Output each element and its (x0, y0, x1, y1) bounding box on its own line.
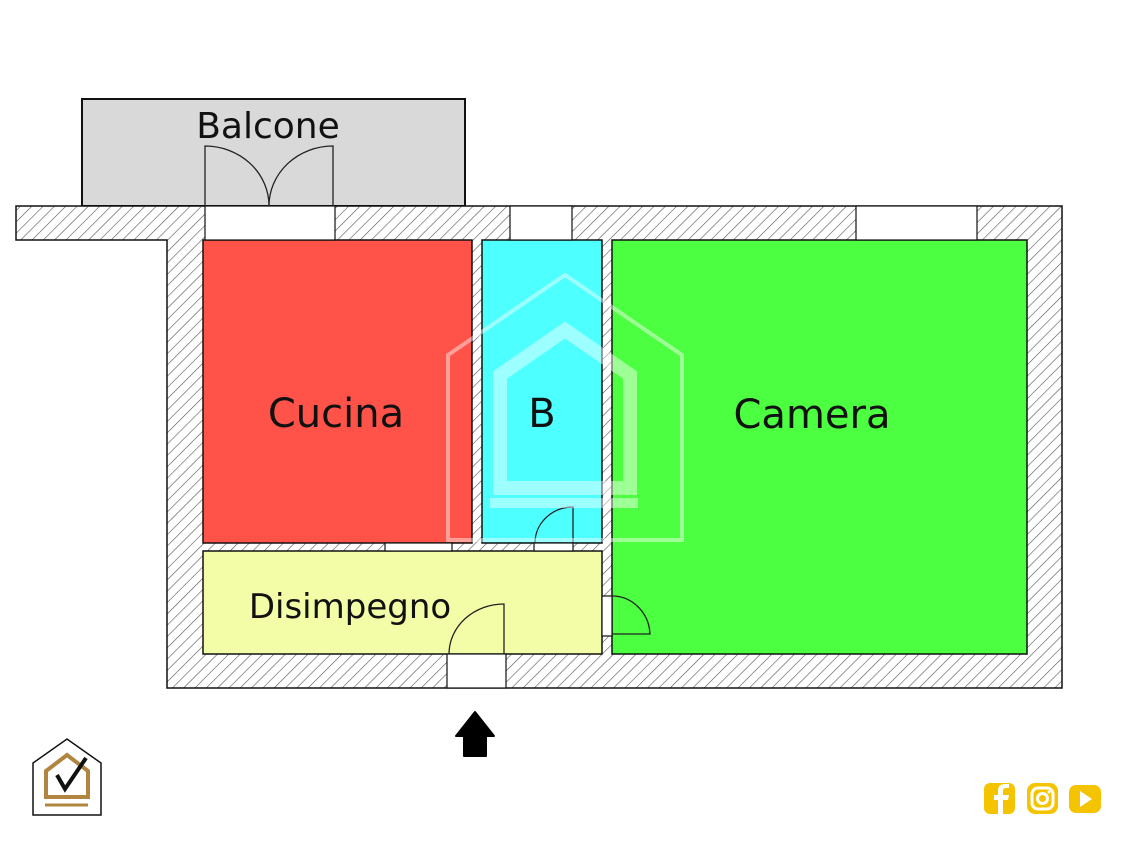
room-bagno (481, 239, 603, 544)
openings (204, 205, 978, 689)
label-cucina: Cucina (268, 391, 404, 437)
room-balcone (81, 98, 466, 207)
room-camera (611, 239, 1028, 655)
room-cucina (202, 239, 473, 544)
instagram-icon[interactable] (1027, 783, 1058, 814)
brand-logo (32, 738, 102, 816)
watermark-logo (446, 272, 684, 542)
youtube-icon[interactable] (1069, 785, 1101, 813)
label-balcone: Balcone (196, 106, 340, 147)
label-disimpegno: Disimpegno (249, 587, 451, 627)
label-camera: Camera (734, 392, 891, 438)
entrance-arrow-icon (455, 711, 495, 757)
facebook-icon[interactable] (984, 783, 1015, 814)
door-swings (204, 145, 651, 655)
room-disimpegno (202, 550, 603, 655)
label-bagno: B (528, 391, 555, 437)
